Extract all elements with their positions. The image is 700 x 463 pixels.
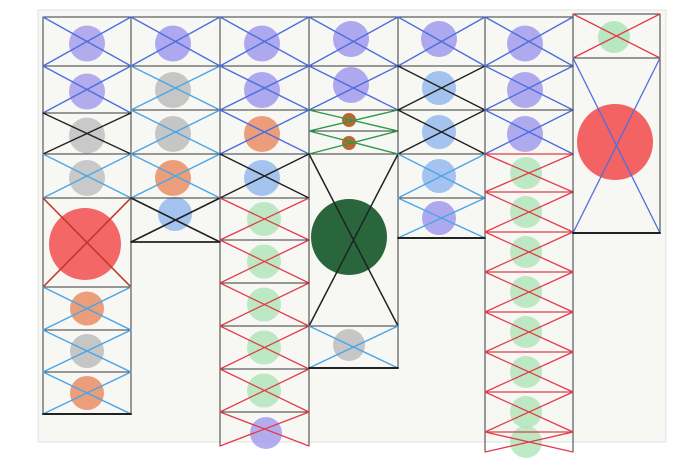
cross-line bbox=[572, 13, 661, 59]
circle-blue bbox=[158, 197, 192, 231]
cross-line bbox=[484, 153, 574, 193]
cross-line bbox=[397, 153, 486, 199]
cross-line bbox=[42, 153, 132, 199]
cross-line bbox=[42, 112, 132, 155]
cross-line bbox=[219, 197, 310, 241]
line bbox=[308, 153, 399, 327]
cross-line bbox=[484, 109, 574, 155]
cross-line bbox=[484, 65, 574, 111]
circle-green bbox=[510, 396, 542, 428]
circle-blue bbox=[422, 115, 456, 149]
circle-grey bbox=[69, 160, 105, 196]
cross-line bbox=[42, 16, 132, 67]
cross-line bbox=[484, 231, 574, 273]
cross-line bbox=[219, 65, 310, 111]
cross-line bbox=[484, 391, 574, 433]
cross-line bbox=[219, 239, 310, 284]
circle-blue bbox=[422, 159, 456, 193]
cross-line bbox=[484, 16, 574, 67]
circle-purple bbox=[69, 25, 105, 62]
circle-green bbox=[510, 157, 542, 189]
circle-purple bbox=[69, 73, 105, 110]
circle-purple bbox=[421, 21, 457, 57]
cross-line bbox=[308, 325, 399, 369]
cross-line bbox=[219, 109, 310, 155]
cross-line bbox=[42, 286, 132, 331]
circle-purple bbox=[333, 21, 369, 57]
circle-dark-green-large bbox=[311, 199, 387, 275]
cross-line bbox=[130, 65, 221, 111]
cross-line bbox=[484, 431, 574, 453]
cross-line bbox=[484, 271, 574, 313]
cross-line bbox=[219, 325, 310, 370]
cross-line bbox=[219, 368, 310, 413]
cross-line bbox=[308, 65, 399, 111]
cross-line bbox=[397, 65, 486, 111]
circle-green bbox=[510, 236, 542, 268]
cross-line bbox=[397, 197, 486, 239]
circle-grey bbox=[69, 117, 105, 154]
cross-line bbox=[484, 311, 574, 353]
cross-line bbox=[42, 65, 132, 114]
cross-line bbox=[397, 109, 486, 155]
cross-line bbox=[219, 16, 310, 67]
cross-line bbox=[42, 197, 132, 288]
cross-line bbox=[397, 16, 486, 67]
circle-green bbox=[510, 276, 542, 308]
cross-line bbox=[484, 351, 574, 393]
cross-line bbox=[42, 329, 132, 373]
lines-layer bbox=[42, 13, 661, 453]
circle-green bbox=[510, 426, 542, 458]
cross-line bbox=[130, 109, 221, 155]
circle-green bbox=[510, 196, 542, 228]
cross-line bbox=[130, 153, 221, 199]
cross-line bbox=[572, 57, 661, 234]
circle-purple bbox=[333, 67, 369, 103]
cross-line bbox=[130, 16, 221, 67]
cross-line bbox=[42, 371, 132, 415]
cross-line bbox=[308, 109, 399, 132]
circle-purple bbox=[422, 201, 456, 235]
cross-line bbox=[484, 191, 574, 233]
circle-green bbox=[510, 316, 542, 348]
cross-line bbox=[308, 130, 399, 155]
circle-green bbox=[510, 356, 542, 388]
cross-line bbox=[308, 16, 399, 67]
cross-line bbox=[219, 282, 310, 327]
circle-blue bbox=[422, 71, 456, 105]
cross-line bbox=[219, 411, 310, 447]
line bbox=[130, 197, 221, 243]
cross-line bbox=[219, 153, 310, 199]
